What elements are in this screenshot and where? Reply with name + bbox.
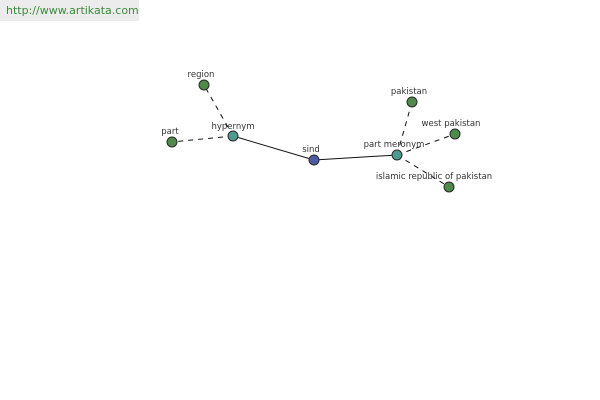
label-part-meronym: part meronym <box>364 140 425 150</box>
node-hypernym[interactable] <box>227 130 239 142</box>
edge-sind-part-meronym <box>313 154 398 161</box>
label-pakistan: pakistan <box>391 87 427 97</box>
edge-part-meronym-islamic-republic <box>396 154 450 188</box>
node-pakistan[interactable] <box>406 96 418 108</box>
label-islamic-republic-of-pakistan: islamic republic of pakistan <box>376 172 492 182</box>
label-region: region <box>188 70 215 80</box>
node-region[interactable] <box>198 79 210 91</box>
url-bar: http://www.artikata.com <box>0 0 139 21</box>
node-part-meronym[interactable] <box>391 149 403 161</box>
node-islamic-republic-of-pakistan[interactable] <box>443 181 455 193</box>
node-part[interactable] <box>166 136 178 148</box>
edge-sind-hypernym <box>232 135 315 161</box>
label-part: part <box>161 127 179 137</box>
label-west-pakistan: west pakistan <box>422 119 481 129</box>
node-sind[interactable] <box>308 154 320 166</box>
node-west-pakistan[interactable] <box>449 128 461 140</box>
edge-part-meronym-west-pakistan <box>396 133 456 156</box>
label-hypernym: hypernym <box>211 122 254 132</box>
site-url-link[interactable]: http://www.artikata.com <box>6 4 139 17</box>
label-sind: sind <box>302 145 320 155</box>
edge-hypernym-part <box>171 135 234 143</box>
